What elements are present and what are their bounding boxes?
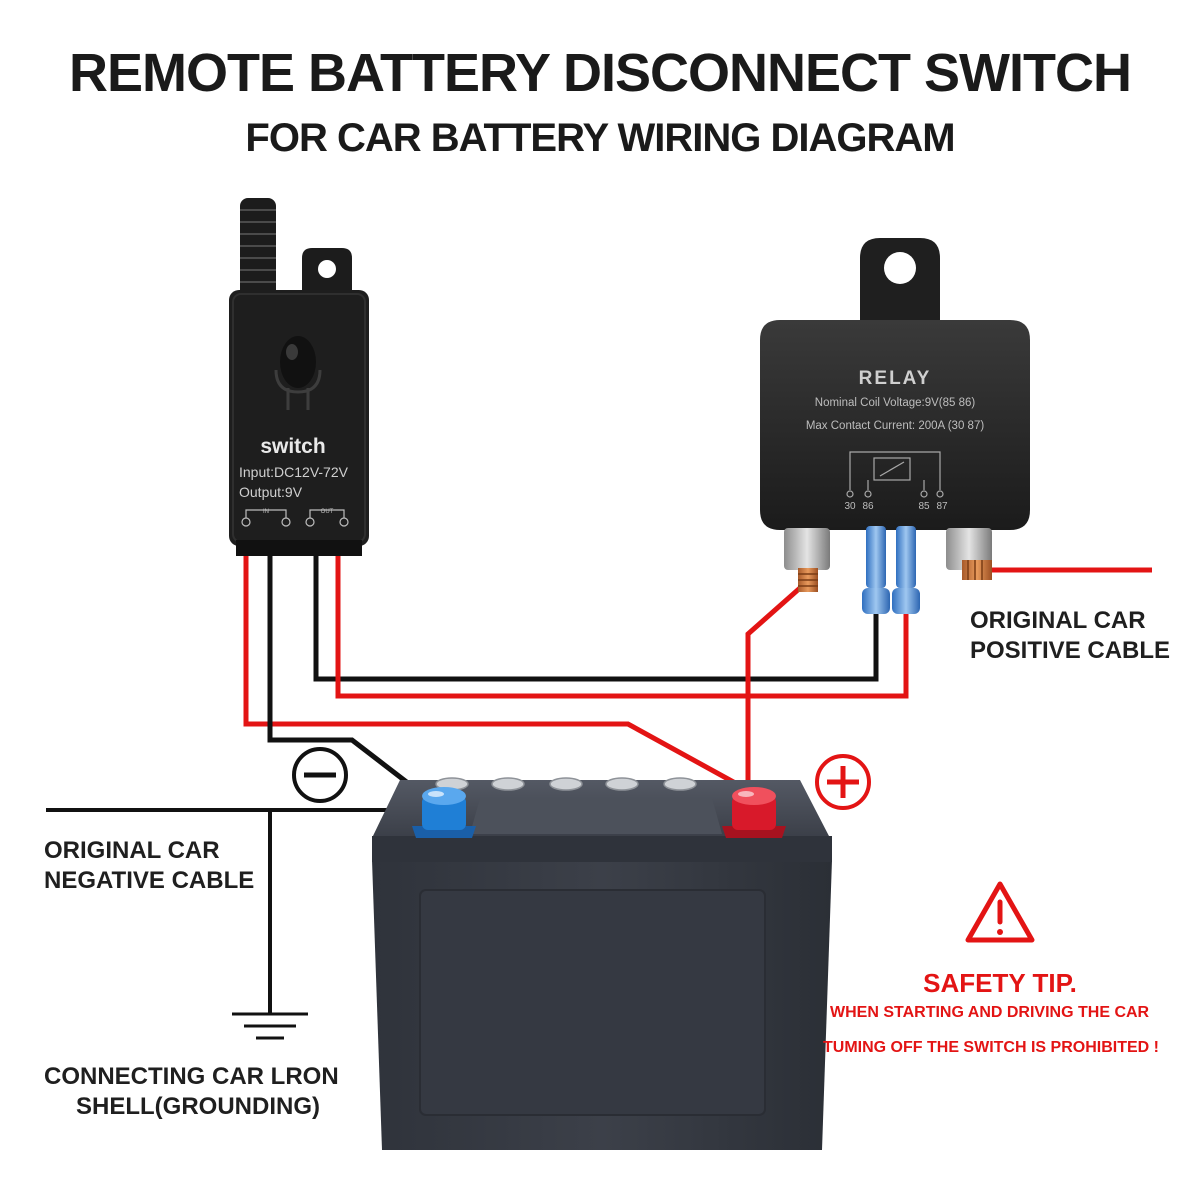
relay-contact-spec: Max Contact Current: 200A (30 87): [806, 420, 985, 432]
safety-tip-title: SAFETY TIP.: [923, 968, 1077, 998]
wires: [46, 556, 1152, 1014]
label-grounding: CONNECTING CAR LRON SHELL(GROUNDING): [44, 1063, 339, 1120]
wire-switch-out-red: [335, 556, 909, 699]
relay-name: RELAY: [859, 368, 932, 389]
warning-triangle-icon: [965, 881, 1035, 943]
wire-switch-to-positive-red: [243, 556, 750, 793]
safety-tip-line-1: WHEN STARTING AND DRIVING THE CAR: [830, 1004, 1150, 1021]
relay-coil-spec: Nominal Coil Voltage:9V(85 86): [815, 397, 976, 409]
ground-symbol-icon: [232, 1012, 308, 1040]
relay-pin-85: 85: [918, 501, 930, 512]
switch-port-out: OUT: [321, 509, 334, 515]
relay-module: RELAY Nominal Coil Voltage:9V(85 86) Max…: [760, 238, 1030, 614]
safety-tip-line-2: TUMING OFF THE SWITCH IS PROHIBITED !: [823, 1039, 1159, 1056]
label-original-positive-cable: ORIGINAL CAR POSITIVE CABLE: [970, 607, 1171, 664]
power-button-icon: [274, 336, 322, 410]
wire-relay-to-positive-red: [745, 586, 802, 790]
battery-negative-terminal: [412, 787, 476, 838]
relay-coil-connectors: [862, 526, 920, 614]
switch-port-in: IN: [263, 509, 269, 515]
switch-output-spec: Output:9V: [239, 484, 303, 500]
switch-module-name: switch: [260, 435, 325, 458]
switch-input-spec: Input:DC12V-72V: [239, 464, 349, 480]
battery-positive-terminal: [722, 787, 786, 838]
car-battery: [372, 777, 832, 1150]
page-title: REMOTE BATTERY DISCONNECT SWITCH: [68, 43, 1132, 103]
plus-circle-icon: [815, 754, 871, 810]
relay-pin-86: 86: [862, 501, 874, 512]
relay-pin-30: 30: [844, 501, 856, 512]
page-subtitle: FOR CAR BATTERY WIRING DIAGRAM: [245, 116, 955, 160]
relay-pin-87: 87: [936, 501, 948, 512]
relay-terminal-30: [784, 528, 830, 592]
label-original-negative-cable: ORIGINAL CAR NEGATIVE CABLE: [44, 837, 255, 894]
wire-switch-to-negative-black: [267, 556, 432, 802]
remote-switch-module: switch Input:DC12V-72V Output:9V IN OUT: [229, 198, 369, 556]
wire-switch-out-black: [313, 556, 879, 682]
minus-circle-icon: [292, 747, 348, 803]
antenna-icon: [240, 198, 276, 298]
relay-terminal-87: [946, 528, 992, 580]
relay-schematic-icon: [846, 451, 944, 498]
